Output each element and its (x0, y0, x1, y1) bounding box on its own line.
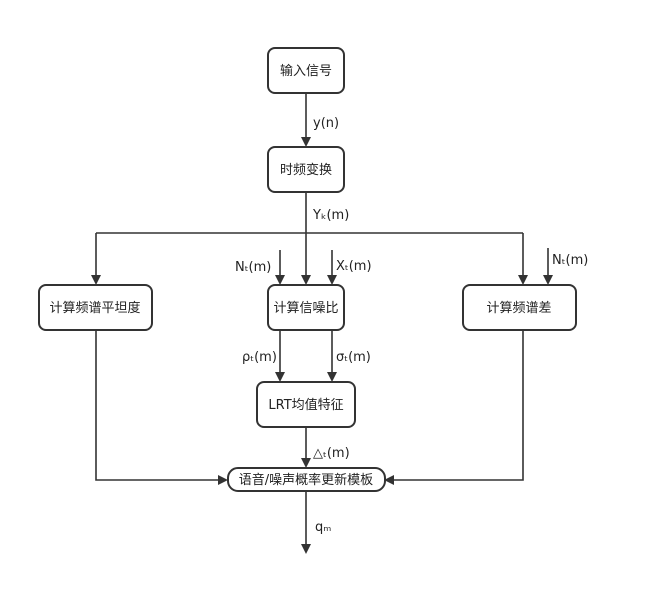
node-prob-label: 语音/噪声概率更新模板 (239, 472, 373, 488)
node-time-frequency-transform: 时频变换 (267, 146, 345, 193)
label-delta: △ₜ(m) (313, 446, 350, 461)
label-sigma: σₜ(m) (336, 350, 371, 365)
label-Nt-right: Nₜ(m) (552, 253, 588, 268)
node-flat-label: 计算频谱平坦度 (49, 300, 140, 316)
label-qm: qₘ (315, 520, 331, 535)
label-Nt-left: Nₜ(m) (235, 260, 271, 275)
label-rho: ρₜ(m) (242, 350, 277, 365)
node-snr: 计算信噪比 (267, 284, 345, 331)
node-input-signal: 输入信号 (267, 47, 345, 94)
edge-diff-to-prob (384, 330, 524, 485)
label-Yk: Yₖ(m) (312, 208, 349, 223)
node-diff-label: 计算频谱差 (486, 301, 551, 316)
node-snr-label: 计算信噪比 (273, 301, 338, 316)
node-spectral-difference: 计算频谱差 (462, 284, 577, 331)
label-Xt: Xₜ(m) (336, 259, 372, 274)
edges (91, 93, 553, 554)
node-tf-label: 时频变换 (280, 162, 332, 178)
node-probability-update: 语音/噪声概率更新模板 (227, 467, 386, 492)
node-lrt-label: LRT均值特征 (268, 397, 343, 413)
edge-flat-to-prob (95, 330, 228, 485)
node-input-label: 输入信号 (280, 63, 332, 79)
node-spectral-flatness: 计算频谱平坦度 (38, 284, 153, 331)
label-yn: y(n) (313, 116, 339, 131)
node-lrt-mean: LRT均值特征 (256, 381, 356, 428)
